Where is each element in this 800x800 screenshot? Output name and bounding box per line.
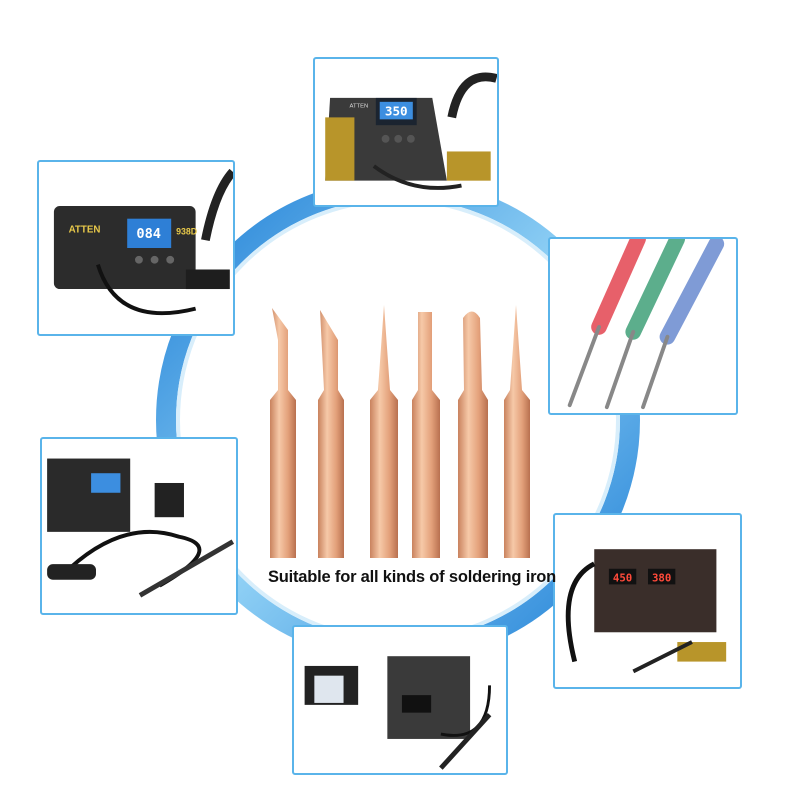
- tip-bevel: [318, 310, 344, 558]
- photo-station-top: 350 ATTEN: [313, 57, 499, 207]
- tip-chisel: [412, 312, 440, 558]
- tip-conical: [370, 305, 398, 558]
- photo-station-bottom-right: 450 380: [553, 513, 742, 689]
- soldering-tips: [270, 305, 530, 558]
- tip-knife: [270, 308, 296, 558]
- photo-station-top-left: 084 ATTEN 938D: [37, 160, 235, 336]
- photo-irons-right: [548, 237, 738, 415]
- brand-label: ATTEN: [350, 104, 369, 110]
- display-reading: 084: [136, 226, 161, 242]
- tip-bevel-round: [458, 311, 488, 558]
- photo-station-bottom: [292, 625, 508, 775]
- brand-label: ATTEN: [69, 224, 101, 235]
- photo-station-left: [40, 437, 238, 615]
- model-label: 938D: [176, 226, 197, 236]
- display-reading: 350: [385, 103, 408, 118]
- display-right: 380: [652, 571, 671, 584]
- display-left: 450: [613, 571, 632, 584]
- tip-fine-conical: [504, 305, 530, 558]
- caption-text: Suitable for all kinds of soldering iron: [267, 568, 557, 586]
